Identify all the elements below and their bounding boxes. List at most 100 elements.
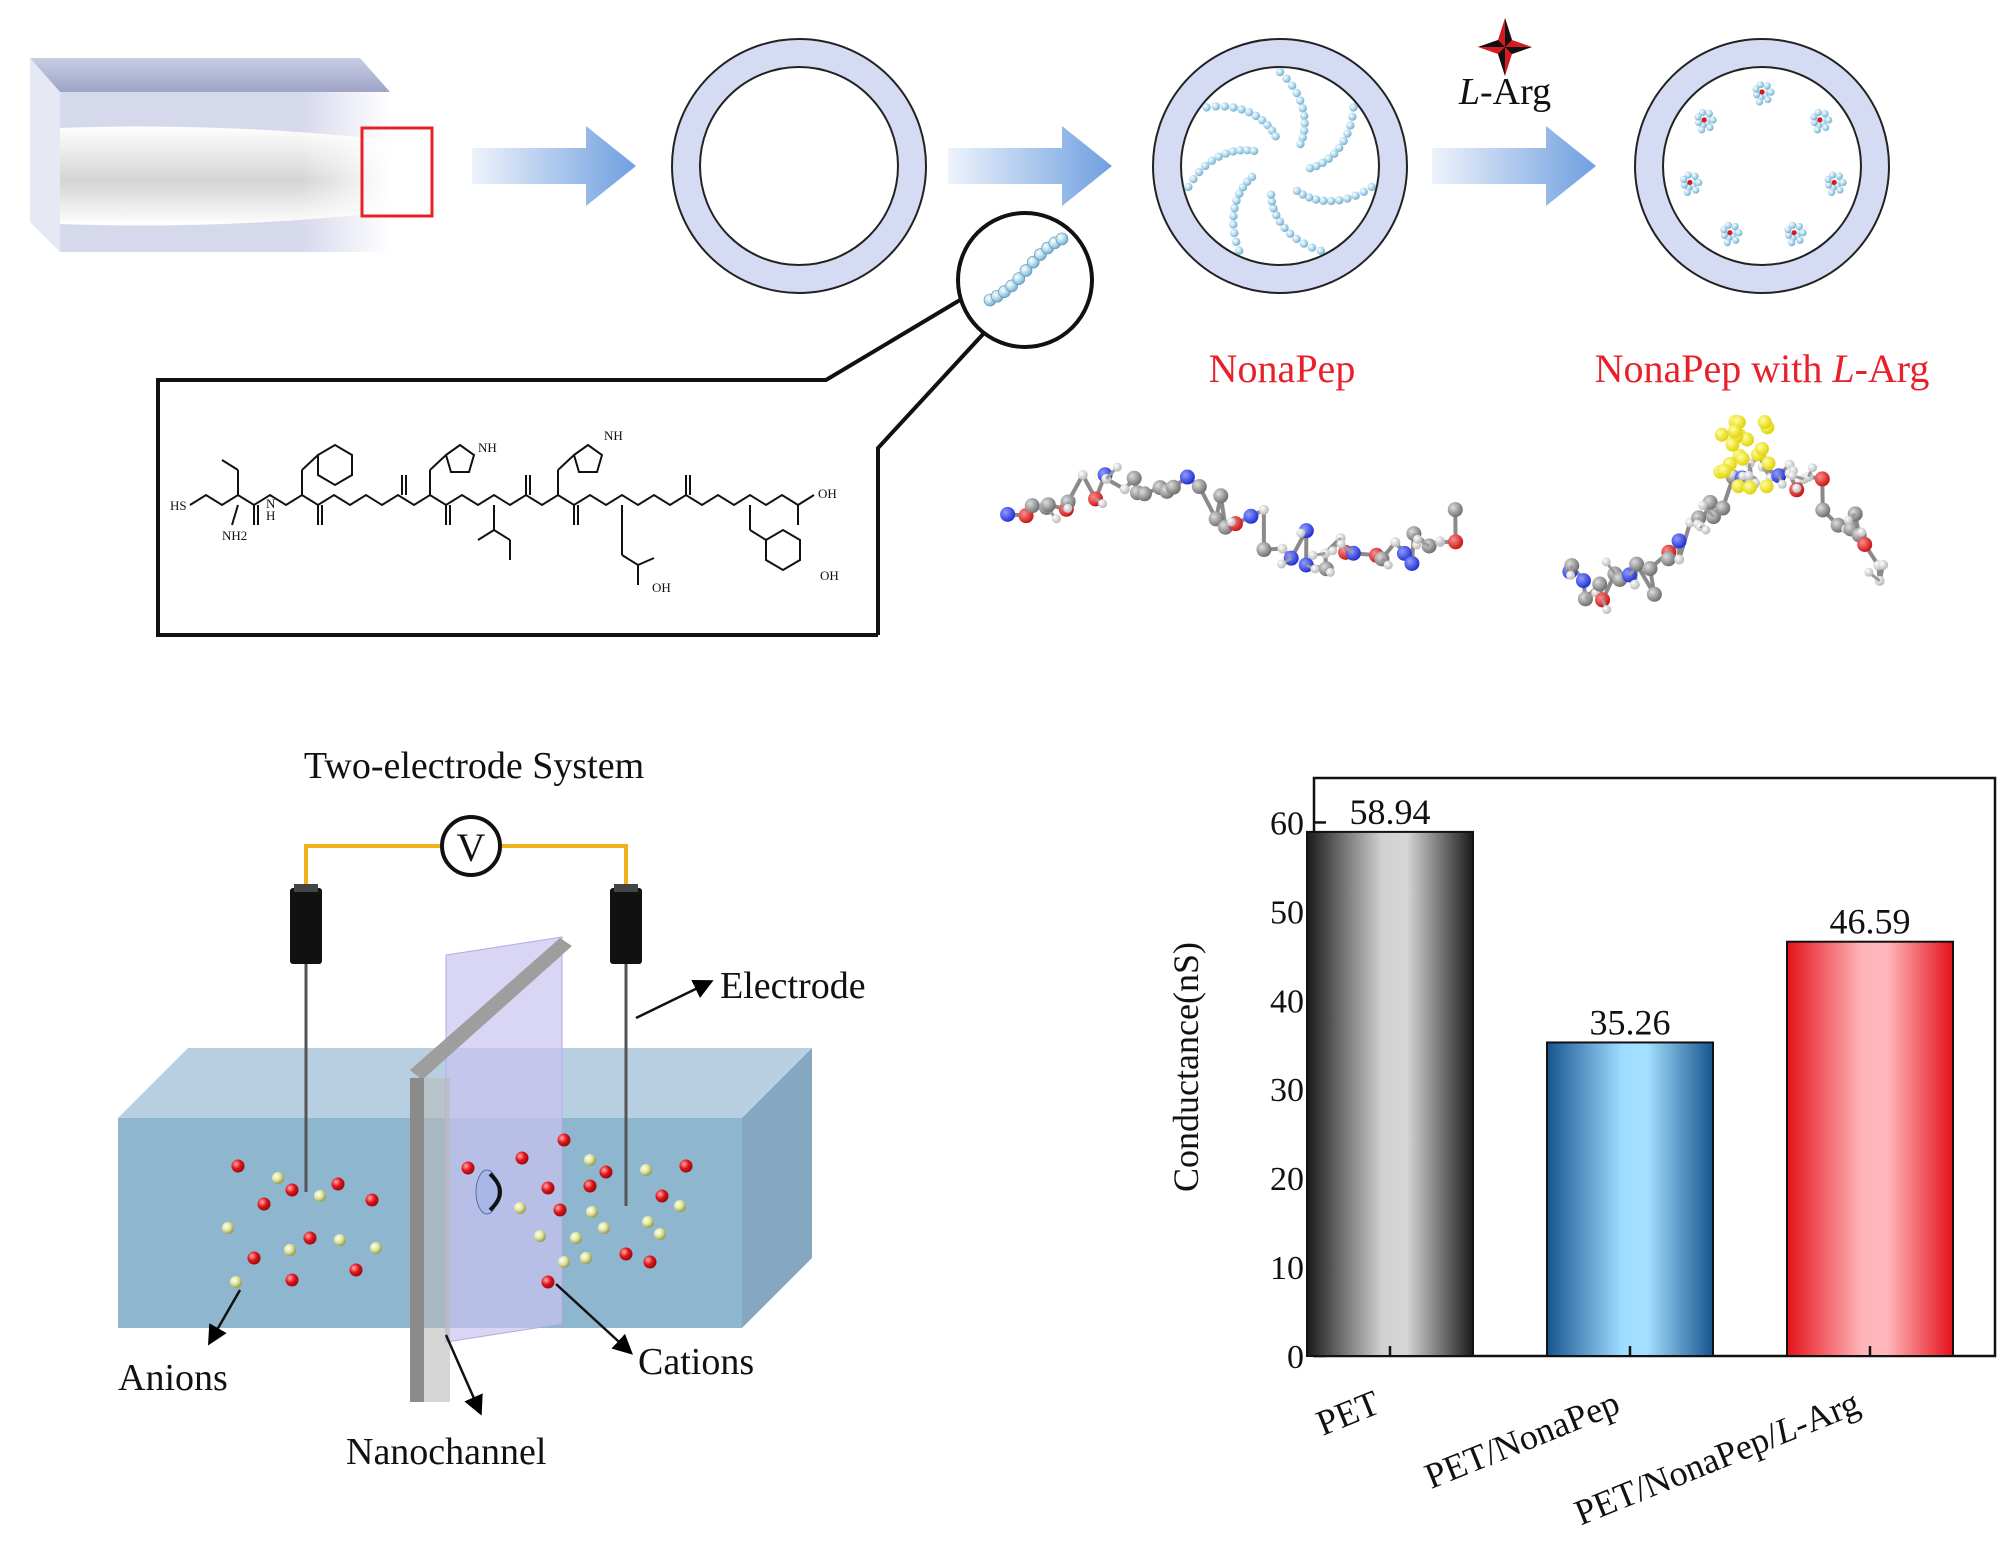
- peptide-bead: [1836, 186, 1843, 193]
- peptide-bead: [1296, 140, 1304, 148]
- atom: [1192, 479, 1207, 494]
- y-tick-label: 60: [1270, 805, 1304, 842]
- anion-particle: [584, 1154, 596, 1166]
- peptide-bead: [1764, 96, 1771, 103]
- peptide-bead: [1839, 179, 1846, 186]
- cation-particle: [248, 1252, 261, 1265]
- atom: [1227, 517, 1236, 526]
- peptide-bead: [1735, 229, 1742, 236]
- atom: [1413, 535, 1422, 544]
- cation-particle: [542, 1276, 555, 1289]
- atom: [1629, 557, 1644, 572]
- peptide-bead: [1267, 190, 1275, 198]
- cation-particle: [286, 1274, 299, 1287]
- peptide-bead: [1212, 102, 1220, 110]
- atom: [1448, 534, 1463, 549]
- anion-particle: [642, 1216, 654, 1228]
- cation-particle: [600, 1166, 613, 1179]
- atom: [1576, 573, 1591, 588]
- l-arg-dot: [1702, 117, 1707, 122]
- nonapep-label: NonaPep: [1209, 346, 1356, 391]
- atom: [1808, 463, 1817, 472]
- cation-particle: [286, 1184, 299, 1197]
- atom: [1166, 480, 1181, 495]
- peptide-bead: [1692, 186, 1699, 193]
- channel-bare: [672, 39, 926, 293]
- anion-particle: [334, 1234, 346, 1246]
- electrode-label: Electrode: [720, 965, 866, 1007]
- atom: [1404, 556, 1419, 571]
- atom: [1256, 542, 1271, 557]
- atom: [1602, 605, 1611, 614]
- atom: [1277, 559, 1286, 568]
- channel-nonapep-larg: [1635, 39, 1889, 293]
- pet-membrane-block: [30, 58, 432, 252]
- peptide-bead: [1222, 149, 1230, 157]
- peptide-structure-formula: [190, 445, 814, 585]
- peptide-bead: [1293, 187, 1301, 195]
- atom: [1180, 470, 1195, 485]
- atom: [1052, 514, 1061, 523]
- peptide-bead: [1229, 212, 1237, 220]
- anions-label: Anions: [118, 1357, 228, 1399]
- l-arg-atom: [1718, 464, 1732, 478]
- atom: [1592, 577, 1607, 592]
- peptide-bead: [1815, 109, 1822, 116]
- anion-particle: [558, 1256, 570, 1268]
- cations-label: Cations: [638, 1341, 754, 1383]
- peptide-bead: [1822, 124, 1829, 131]
- peptide-bead: [1343, 129, 1351, 137]
- peptide-bead: [1299, 104, 1307, 112]
- atom: [1098, 499, 1107, 508]
- anion-particle: [674, 1200, 686, 1212]
- l-arg-dot: [1727, 230, 1732, 235]
- nanochannel-membrane: [410, 937, 572, 1402]
- peptide-bead: [1232, 238, 1240, 246]
- peptide-bead: [1724, 239, 1731, 246]
- anion-particle: [314, 1190, 326, 1202]
- peptide-bead: [1348, 112, 1356, 120]
- peptide-bead: [1706, 110, 1713, 117]
- nonapep-larg-label: NonaPep with L-Arg: [1595, 346, 1930, 391]
- channel-nonapep: [1153, 39, 1407, 293]
- l-arg-dot: [1832, 180, 1837, 185]
- peptide-bead: [1235, 246, 1243, 254]
- atom: [1744, 471, 1753, 480]
- atom: [1715, 501, 1730, 516]
- x-tick-label: PET/NonaPep: [1419, 1382, 1625, 1496]
- peptide-bead: [1799, 229, 1806, 236]
- voltmeter-symbol: V: [457, 825, 486, 870]
- peptide-bead: [1189, 175, 1197, 183]
- cation-particle: [350, 1264, 363, 1277]
- peptide-bead: [1195, 168, 1203, 176]
- bar-value-label: 58.94: [1350, 792, 1431, 832]
- atom: [1864, 568, 1873, 577]
- l-arg-atom: [1762, 456, 1776, 470]
- atom: [1213, 488, 1228, 503]
- atom: [1815, 471, 1830, 486]
- peptide-bead: [1292, 89, 1300, 97]
- peptide-bead: [1248, 173, 1256, 181]
- atom: [1025, 498, 1040, 513]
- peptide-bead: [1327, 197, 1335, 205]
- peptide-bead: [1343, 194, 1351, 202]
- anion-particle: [222, 1222, 234, 1234]
- stimulus-label: L-Arg: [1458, 71, 1551, 113]
- peptide-bead: [1825, 116, 1832, 123]
- anion-particle: [534, 1230, 546, 1242]
- nanochannel-label: Nanochannel: [346, 1431, 546, 1473]
- peptide-bead: [1732, 237, 1739, 244]
- atom: [1278, 544, 1288, 554]
- bar: [1787, 942, 1953, 1356]
- cation-particle: [366, 1194, 379, 1207]
- peptide-bead: [1221, 102, 1229, 110]
- peptide-bead: [1725, 222, 1732, 229]
- peptide-bead: [1276, 68, 1284, 76]
- l-arg-dot: [1817, 117, 1822, 122]
- anion-particle: [514, 1202, 526, 1214]
- anion-particle: [640, 1164, 652, 1176]
- peptide-bead: [1836, 173, 1843, 180]
- atom: [1311, 564, 1320, 573]
- flow-arrow-1: [472, 126, 636, 206]
